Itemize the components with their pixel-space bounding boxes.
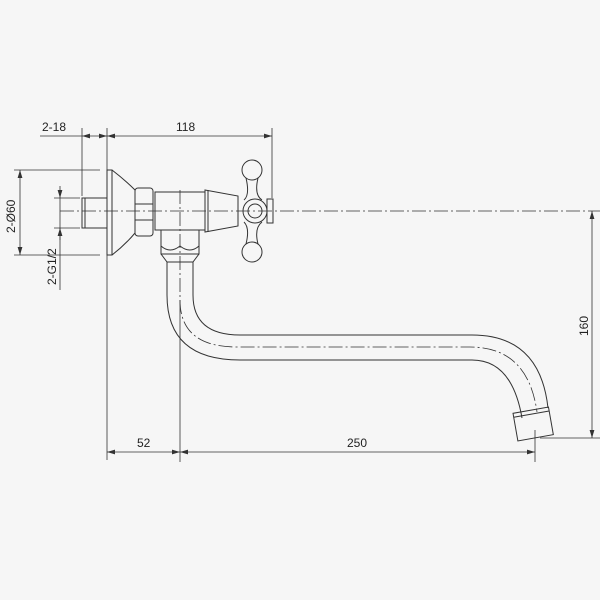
escutcheon-flange: [106, 169, 136, 256]
spout-nut: [160, 229, 200, 263]
aerator: [512, 406, 554, 442]
spout-centerline: [179, 299, 538, 413]
cross-handle: [241, 159, 274, 263]
dim-label-160: 160: [577, 316, 591, 336]
thread-connector: [81, 197, 108, 229]
dim-label-diameter: 2-Ø60: [4, 199, 18, 233]
hex-nut: [134, 187, 154, 237]
dim-label-52: 52: [137, 436, 151, 450]
dim-label-thread: 2-G1/2: [45, 248, 59, 285]
dim-label-118: 118: [176, 120, 195, 134]
spout-pipe-outer: [166, 262, 523, 419]
spout-pipe-inner: [192, 262, 549, 409]
extension-lines: [14, 128, 600, 462]
dim-label-2-18: 2-18: [42, 120, 66, 134]
dim-label-250: 250: [347, 436, 367, 450]
